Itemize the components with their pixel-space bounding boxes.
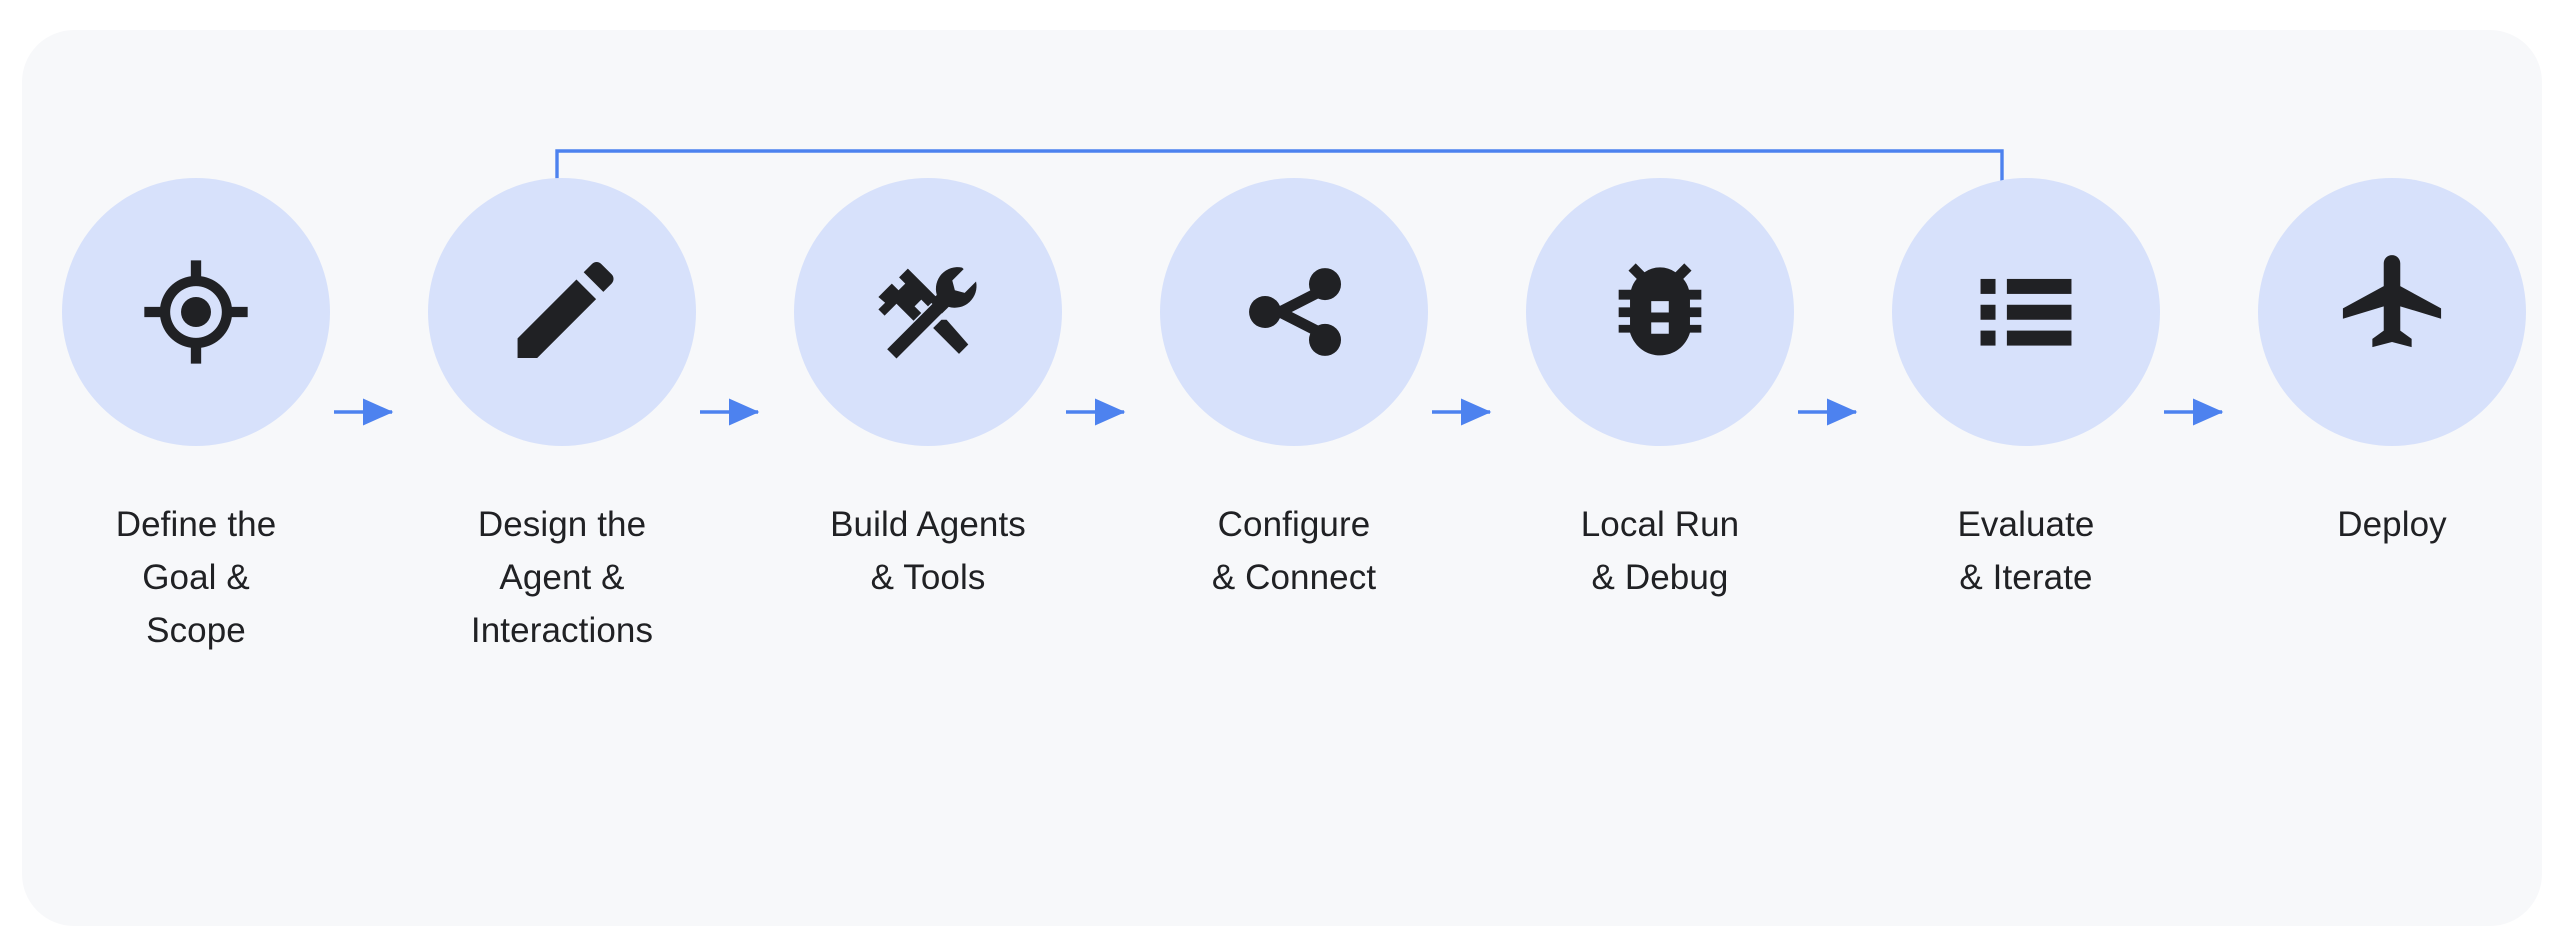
step-configure-connect[interactable]: Configure & Connect — [1160, 178, 1428, 604]
step-icon-circle — [62, 178, 330, 446]
step-design-agent[interactable]: Design the Agent & Interactions — [428, 178, 696, 657]
step-icon-circle — [794, 178, 1062, 446]
step-label: Local Run & Debug — [1580, 505, 1740, 597]
step-label: Deploy — [2337, 505, 2447, 544]
step-label: Define the Goal & Scope — [115, 505, 277, 650]
workflow-flow: Define the Goal & Scope Design the Agent… — [22, 30, 2542, 926]
step-icon-circle — [2258, 178, 2526, 446]
step-evaluate-iterate[interactable]: Evaluate & Iterate — [1892, 178, 2160, 604]
step-label: Configure & Connect — [1211, 505, 1377, 597]
step-icon-circle — [1160, 178, 1428, 446]
target-icon — [144, 260, 248, 364]
share-nodes-icon — [1249, 268, 1342, 356]
step-icon-circle — [1526, 178, 1794, 446]
pencil-icon — [517, 262, 614, 358]
step-label: Build Agents & Tools — [830, 505, 1026, 597]
hammer-wrench-icon — [878, 267, 977, 359]
step-local-run-debug[interactable]: Local Run & Debug — [1526, 178, 1794, 604]
step-label: Evaluate & Iterate — [1957, 505, 2095, 597]
step-define-goal-scope[interactable]: Define the Goal & Scope — [62, 178, 330, 657]
step-label: Design the Agent & Interactions — [470, 505, 654, 650]
list-icon — [1980, 278, 2072, 346]
step-icon-circle — [428, 178, 696, 446]
step-icon-circle — [1892, 178, 2160, 446]
airplane-icon — [2342, 255, 2442, 348]
step-deploy[interactable]: Deploy — [2258, 178, 2526, 551]
step-build-agents-tools[interactable]: Build Agents & Tools — [794, 178, 1062, 604]
bug-icon — [1618, 263, 1702, 356]
